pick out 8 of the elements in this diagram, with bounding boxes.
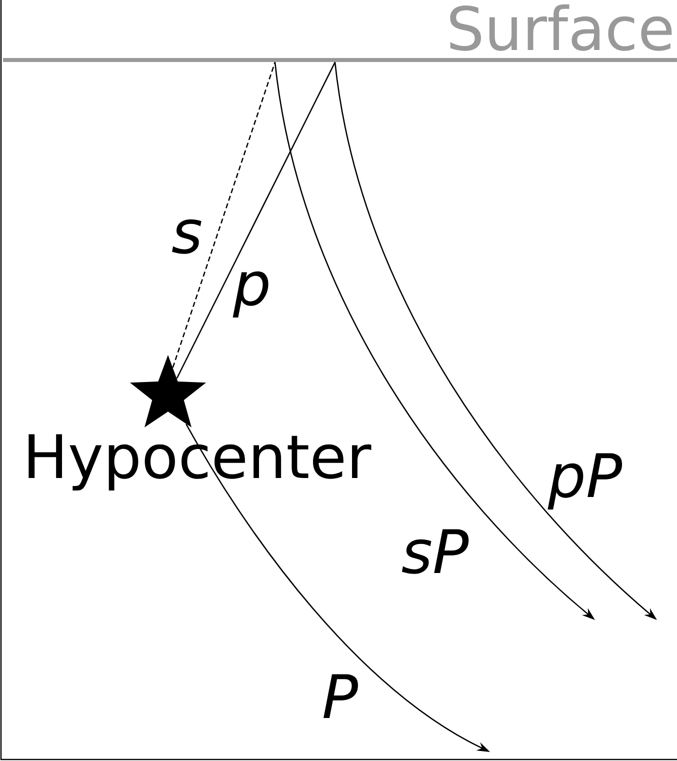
ray-path (172, 62, 276, 368)
edge-label: p (232, 270, 272, 318)
ray-path (176, 62, 336, 379)
edge-label: s (170, 218, 204, 255)
surface-label: Surface (450, 4, 672, 51)
edge-label: P (320, 673, 360, 719)
edge-label: pP (546, 452, 624, 510)
edge-label: sP (400, 528, 470, 575)
